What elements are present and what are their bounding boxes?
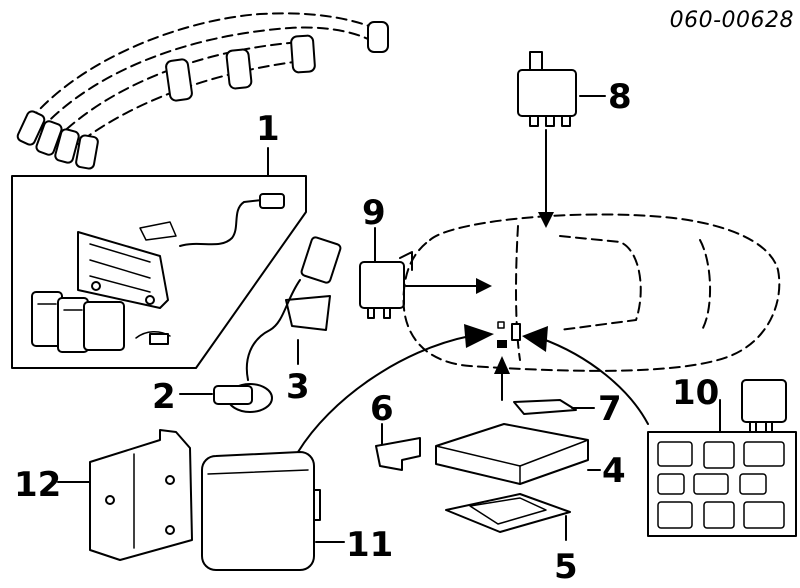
bracket-5 <box>445 493 571 541</box>
part-code-label: 060-00628 <box>669 8 794 33</box>
bracket-12 <box>57 429 193 561</box>
relay-8 <box>517 51 606 228</box>
ecu-4 <box>435 423 601 485</box>
callout-6: 6 <box>370 389 394 429</box>
crank-position-sensor <box>179 279 301 413</box>
callout-8: 8 <box>608 77 632 117</box>
callout-7: 7 <box>598 389 622 429</box>
connector-7 <box>513 399 595 415</box>
callout-10: 10 <box>672 373 719 413</box>
callout-12: 12 <box>14 465 61 505</box>
relay-box-10 <box>647 379 797 537</box>
location-arrows <box>297 324 649 453</box>
callout-11: 11 <box>346 525 393 565</box>
control-module-11 <box>201 451 345 571</box>
vehicle-outline <box>402 213 781 372</box>
callout-3: 3 <box>286 367 310 407</box>
callout-5: 5 <box>554 547 578 587</box>
relay-9 <box>359 227 492 319</box>
callout-2: 2 <box>152 377 176 417</box>
ignition-assembly-inset <box>11 147 307 369</box>
callout-4: 4 <box>602 451 626 491</box>
callout-1: 1 <box>256 109 280 149</box>
callout-9: 9 <box>362 193 386 233</box>
ignition-wire-set <box>16 12 389 170</box>
cam-position-sensor <box>285 236 342 365</box>
bracket-6 <box>375 423 421 471</box>
